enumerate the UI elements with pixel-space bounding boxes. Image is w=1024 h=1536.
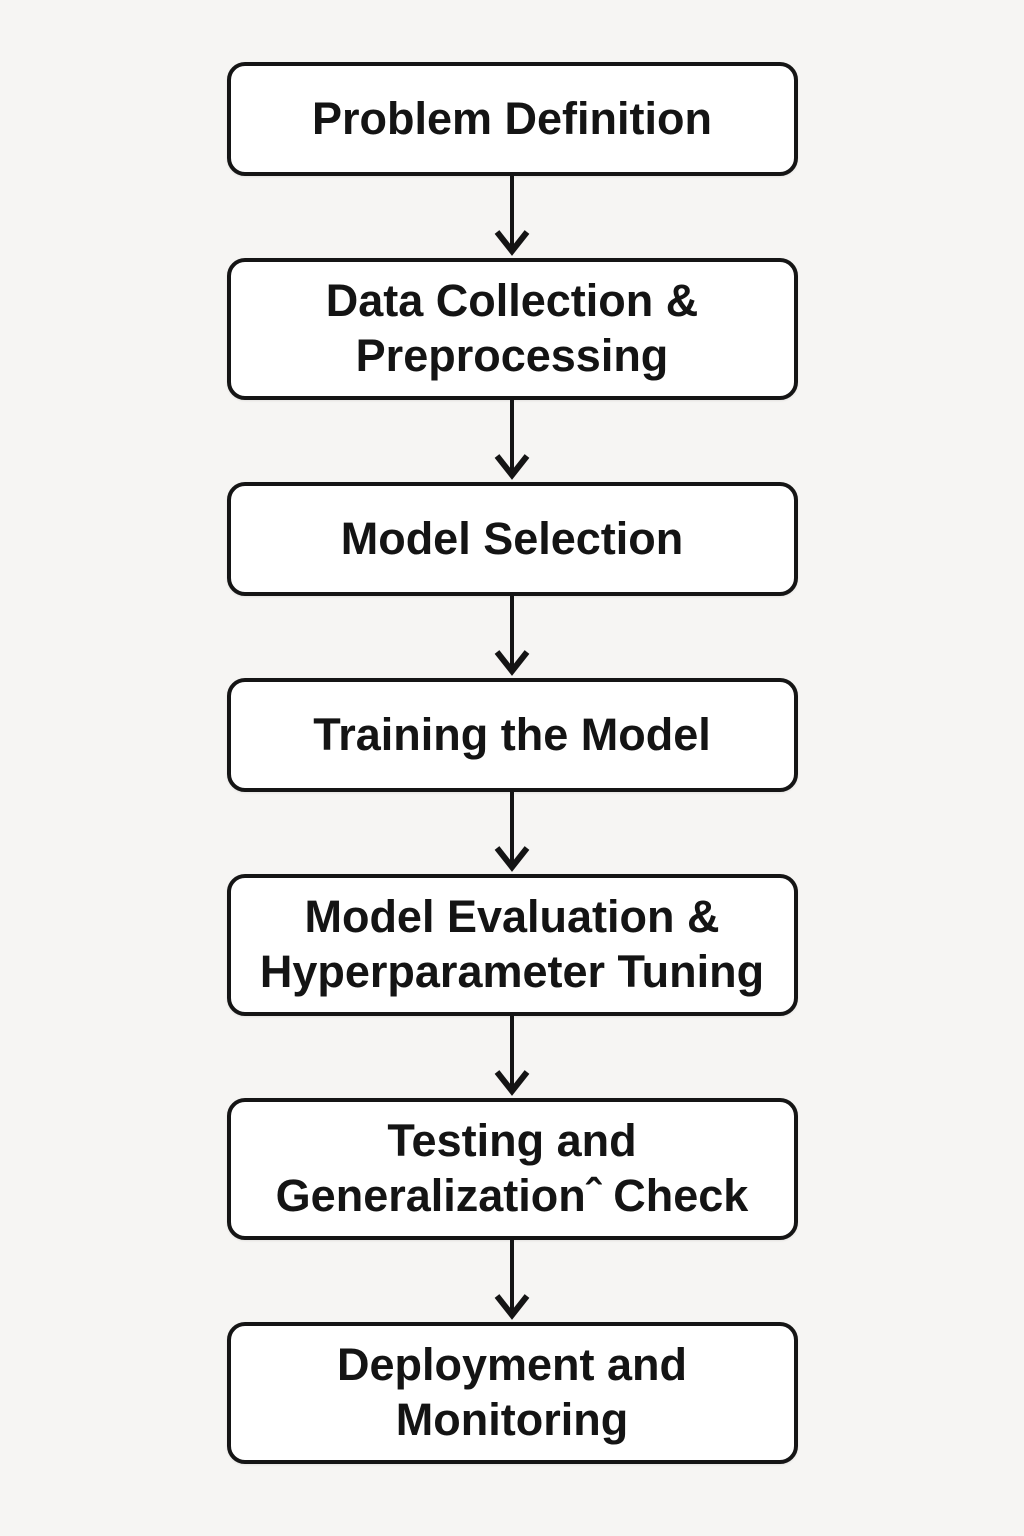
- step-label: Data Collection & Preprocessing: [325, 275, 699, 381]
- step-box-model-selection: Model Selection: [226, 482, 798, 596]
- step-box-problem-definition: Problem Definition: [226, 62, 798, 176]
- flow-arrow-down-icon: [494, 596, 530, 676]
- step-box-testing-generalization-check: Testing and Generalizationˆ Check: [226, 1098, 798, 1240]
- step-label: Problem Definition: [311, 92, 712, 144]
- step-box-training-the-model: Training the Model: [226, 678, 798, 792]
- flow-arrow-down-icon: [494, 1240, 530, 1320]
- step-label: Model Evaluation & Hyperparameter Tuning: [259, 891, 765, 997]
- step-box-model-evaluation-hyperparameter-tuning: Model Evaluation & Hyperparameter Tuning: [226, 874, 798, 1016]
- flow-arrow-down-icon: [494, 792, 530, 872]
- flow-arrow-down-icon: [494, 176, 530, 256]
- flow-arrow-down-icon: [494, 1016, 530, 1096]
- step-box-data-collection-preprocessing: Data Collection & Preprocessing: [226, 258, 798, 400]
- step-label: Model Selection: [340, 512, 684, 564]
- step-label: Deployment and Monitoring: [336, 1339, 688, 1445]
- step-label: Training the Model: [313, 708, 711, 760]
- step-label: Testing and Generalizationˆ Check: [275, 1115, 749, 1221]
- flow-arrow-down-icon: [494, 400, 530, 480]
- flowchart: Problem Definition Data Collection & Pre…: [226, 62, 798, 1464]
- step-box-deployment-monitoring: Deployment and Monitoring: [226, 1322, 798, 1464]
